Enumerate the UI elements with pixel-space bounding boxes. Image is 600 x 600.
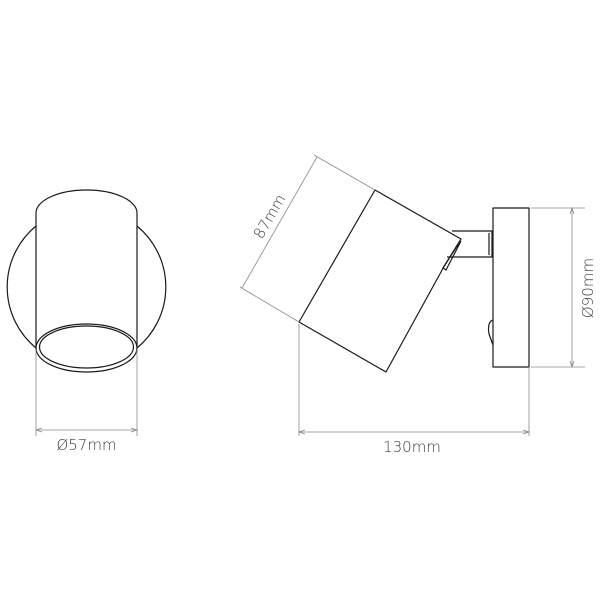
arm bbox=[447, 230, 493, 258]
dimension-line-87 bbox=[241, 156, 318, 289]
backplate-circle bbox=[6, 225, 167, 349]
arrow-icon bbox=[34, 427, 139, 433]
cylinder-opening-inner bbox=[38, 325, 135, 369]
extension-line bbox=[313, 154, 376, 191]
extension-line bbox=[239, 286, 300, 323]
arrow-icon bbox=[297, 429, 531, 435]
cylinder-opening-outer bbox=[35, 323, 138, 373]
cylinder-body bbox=[35, 189, 138, 348]
lamp-head bbox=[298, 189, 462, 373]
front-view: Ø57mm bbox=[6, 189, 167, 454]
arrow-icon bbox=[569, 206, 575, 369]
backplate-diameter-90-label: Ø90mm bbox=[579, 258, 597, 318]
switch bbox=[487, 319, 494, 346]
lamp-head-notch bbox=[442, 240, 462, 271]
side-view: 87mm 130mm Ø90mm bbox=[239, 154, 597, 456]
head-length-87-label: 87mm bbox=[250, 191, 290, 242]
backplate bbox=[492, 207, 530, 368]
diameter-57-label: Ø57mm bbox=[56, 436, 116, 454]
projection-130-label: 130mm bbox=[383, 438, 441, 456]
